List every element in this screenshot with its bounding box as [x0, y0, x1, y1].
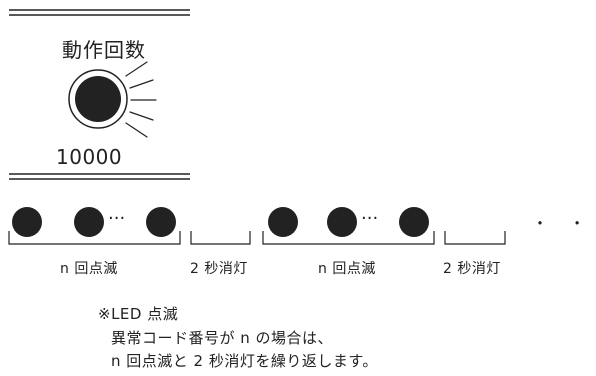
blink-group-1 [8, 207, 181, 245]
off-period-2-bracket [444, 231, 506, 245]
blink-group-2-bracket [262, 231, 435, 245]
blink-dot [268, 207, 298, 237]
blink-dot [399, 207, 429, 237]
blink-dot [146, 207, 176, 237]
blink-dot [74, 207, 104, 237]
label-n-blinks-2: n 回点滅 [318, 261, 376, 277]
ellipsis-2: ··· [361, 208, 379, 229]
label-2sec-off-1: 2 秒消灯 [190, 261, 248, 277]
note-heading: ※LED 点滅 [98, 305, 179, 323]
off-period-1-bracket [190, 231, 251, 245]
note-line-2: n 回点滅と 2 秒消灯を繰り返します。 [111, 352, 378, 370]
bottom-double-rule [9, 173, 190, 180]
top-double-rule [9, 9, 190, 16]
blink-group-1-bracket [8, 231, 181, 245]
label-n-blinks-1: n 回点滅 [60, 261, 118, 277]
blink-dot [327, 207, 357, 237]
led-rays [125, 61, 157, 138]
ellipsis-1: ··· [108, 208, 126, 229]
blink-group-2 [262, 207, 435, 245]
operation-count-title: 動作回数 [62, 38, 146, 62]
continuation-dots: ・ ・ [532, 214, 594, 233]
blink-dot [12, 207, 42, 237]
blinking-led-icon [68, 61, 157, 138]
label-2sec-off-2: 2 秒消灯 [443, 261, 501, 277]
operation-count-value: 10000 [56, 145, 123, 169]
note-line-1: 異常コード番号が n の場合は、 [111, 329, 334, 347]
